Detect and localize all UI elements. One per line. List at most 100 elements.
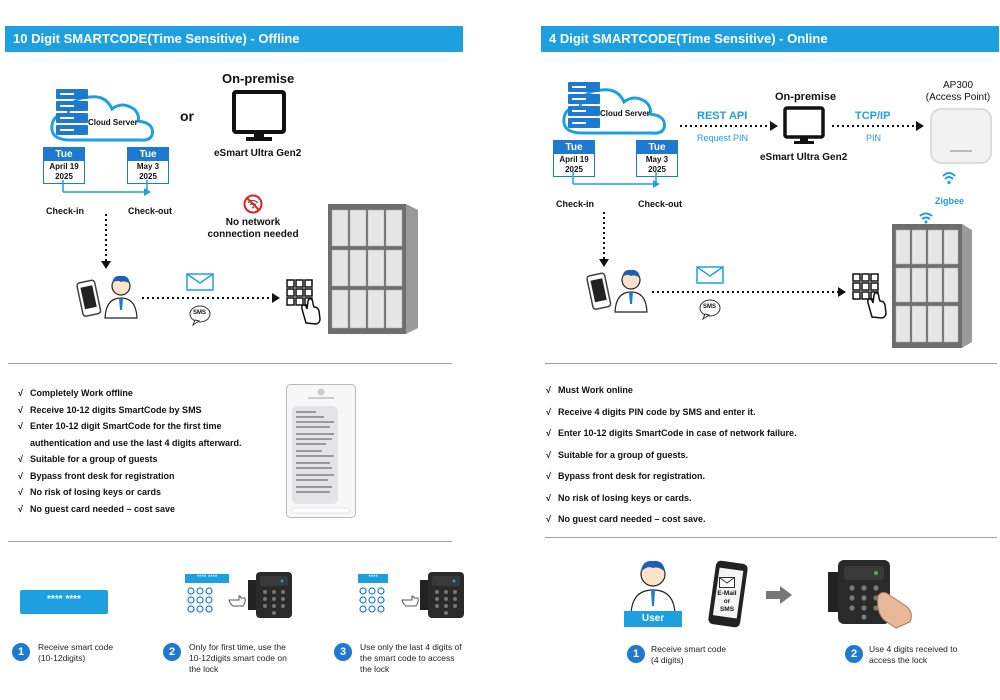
left-divider-2	[8, 541, 452, 542]
stay-span-arrow	[62, 180, 151, 196]
dotted-sms-arrow	[142, 293, 280, 303]
dotted-flow-arrow	[599, 212, 609, 267]
dotted-api-arrow	[680, 121, 778, 131]
envelope-icon	[719, 577, 735, 588]
code-display-box: **** ****	[20, 590, 108, 614]
feature-item: √Receive 4 digits PIN code by SMS and en…	[546, 406, 756, 417]
checkout-label: Check-out	[638, 199, 683, 209]
feature-item: √No risk of losing keys or cards	[18, 487, 162, 497]
feature-item: √Suitable for a group of guests	[18, 454, 158, 464]
dotted-tcpip-arrow	[832, 121, 924, 131]
calendar-day: Tue	[44, 148, 84, 161]
no-wifi-icon	[243, 194, 263, 214]
calendar-day: Tue	[554, 141, 594, 154]
access-point-title: AP300(Access Point)	[925, 80, 991, 103]
keypad-icon	[852, 273, 887, 319]
sms-label: SMS	[703, 304, 717, 310]
keypad-dots-icon	[359, 587, 385, 613]
device-label: eSmart Ultra Gen2	[214, 148, 302, 159]
feature-item: √No guest card needed – cost save.	[546, 514, 706, 524]
step-number: 3	[334, 643, 352, 661]
left-divider-1	[8, 363, 452, 364]
monitor-icon	[783, 106, 825, 144]
cloud-server-icon	[50, 89, 154, 142]
keypad-dots-icon	[187, 587, 213, 613]
step3-code-box: ****	[358, 574, 388, 583]
pin-label: PIN	[866, 133, 882, 143]
right-banner: 4 Digit SMARTCODE(Time Sensitive) - Onli…	[541, 26, 999, 52]
calendar-day: Tue	[637, 141, 677, 154]
right-divider-2	[545, 537, 997, 538]
locker-bank	[892, 224, 972, 348]
wireless-icon	[942, 172, 956, 185]
dotted-flow-arrow	[101, 214, 111, 269]
sms-bubble-icon	[699, 299, 721, 321]
tcpip-label: TCP/IP	[855, 110, 891, 122]
cloud-server-icon	[562, 82, 666, 135]
zigbee-label: Zigbee	[935, 196, 965, 206]
device-label: eSmart Ultra Gen2	[760, 152, 848, 163]
step-description: Receive smart code(4 digits)	[651, 644, 727, 665]
smart-lock-image	[248, 572, 292, 618]
feature-item: √Bypass front desk for registration	[18, 470, 175, 481]
rest-api-label: REST API	[697, 110, 748, 122]
calendar-day: Tue	[128, 148, 168, 161]
sms-screenshot-image	[286, 384, 356, 518]
cloud-server-label: Cloud Server	[88, 118, 138, 127]
sms-bubble-icon	[189, 305, 211, 327]
monitor-icon	[232, 90, 286, 141]
step-number: 2	[845, 645, 863, 663]
feature-item-continued: authentication and use the last 4 digits…	[30, 437, 242, 448]
checkin-label: Check-in	[46, 206, 85, 216]
feature-item: √Receive 10-12 digits SmartCode by SMS	[18, 404, 202, 415]
user-avatar-icon	[630, 560, 676, 615]
step-number: 2	[163, 643, 181, 661]
user-label-box: User	[624, 611, 682, 627]
feature-item: √Enter 10-12 digit SmartCode for the fir…	[18, 421, 222, 431]
step-description: Receive smart code(10-12digits)	[38, 642, 114, 663]
access-point-image	[930, 108, 992, 164]
wireless-icon	[919, 212, 933, 224]
feature-item: √Must Work online	[546, 385, 633, 395]
smart-lock-image	[420, 572, 464, 618]
hand-pointer-icon	[401, 595, 419, 607]
smart-lock-with-hand-image	[828, 560, 912, 629]
or-text: or	[180, 108, 194, 124]
request-pin-label: Request PIN	[697, 133, 749, 143]
envelope-icon	[186, 273, 214, 291]
right-divider-1	[545, 363, 997, 364]
phone-icon	[586, 272, 612, 310]
dotted-sms-arrow	[652, 287, 846, 297]
right-feature-list: √Must Work online √Receive 4 digits PIN …	[546, 380, 846, 531]
sms-label: SMS	[193, 310, 207, 316]
checkin-label: Check-in	[556, 199, 595, 209]
feature-item: √No risk of losing keys or cards.	[546, 492, 692, 503]
feature-item: √No guest card needed – cost save	[18, 503, 176, 514]
phone-icon	[76, 279, 102, 317]
keypad-icon	[286, 279, 321, 325]
step-number: 1	[627, 645, 645, 663]
arrow-right-icon	[766, 586, 792, 604]
locker-bank	[328, 204, 418, 334]
envelope-icon	[696, 266, 724, 284]
checkout-label: Check-out	[128, 206, 173, 216]
feature-item: √Enter 10-12 digits SmartCode in case of…	[546, 428, 797, 438]
onprem-title: On-premise	[222, 71, 295, 86]
hand-pointer-icon	[228, 595, 246, 607]
feature-item: √Suitable for a group of guests.	[546, 449, 689, 460]
onprem-title: On-premise	[775, 91, 837, 103]
step-number: 1	[12, 643, 30, 661]
guest-avatar-icon	[614, 269, 648, 313]
feature-item: √Bypass front desk for registration.	[546, 471, 706, 481]
